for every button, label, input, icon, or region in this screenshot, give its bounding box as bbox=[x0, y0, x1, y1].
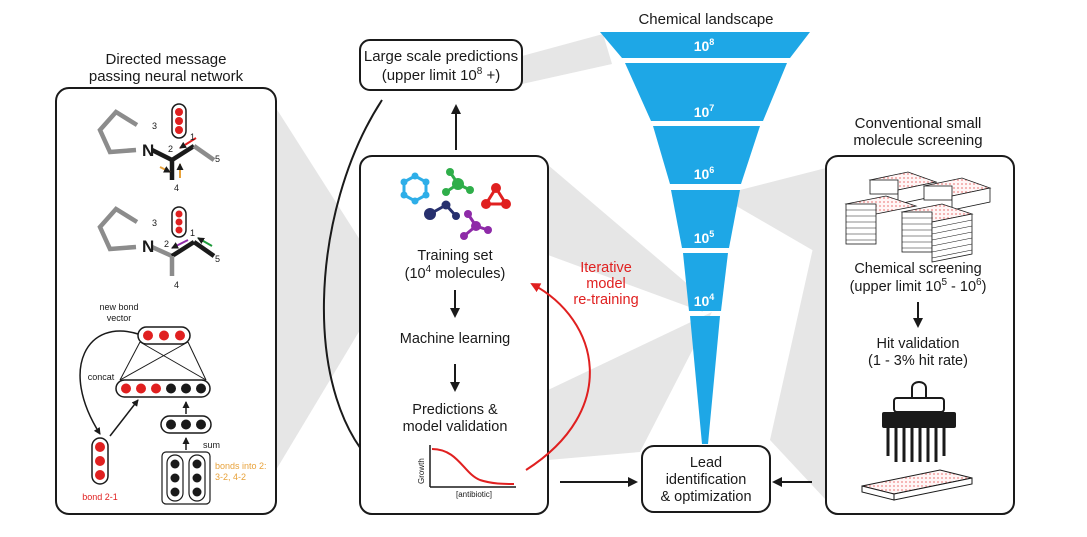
level-10-4: 104 bbox=[694, 292, 715, 309]
funnel bbox=[600, 32, 810, 444]
dmpnn-title-line1: Directed message bbox=[106, 51, 227, 68]
level-10-5: 105 bbox=[694, 229, 715, 246]
chemical-screening-line2: (upper limit 105 - 106) bbox=[850, 277, 987, 295]
level-10-8: 108 bbox=[694, 37, 715, 54]
arrow-large-scale-to-validation bbox=[322, 99, 383, 472]
growth-ylabel: Growth bbox=[417, 458, 426, 484]
atom-num-2a: 2 bbox=[168, 144, 173, 154]
chemical-screening-line1: Chemical screening bbox=[854, 261, 981, 277]
retraining-line3: re-training bbox=[573, 292, 638, 308]
molecule-1 bbox=[97, 103, 216, 180]
atom-n-2: N bbox=[142, 237, 154, 256]
atom-num-3a: 3 bbox=[152, 121, 157, 131]
molecules-icon bbox=[400, 168, 511, 240]
bonds-into-line2: 3-2, 4-2 bbox=[215, 472, 246, 482]
well-plate-icon bbox=[861, 469, 973, 501]
dmpnn-panel bbox=[55, 87, 277, 515]
new-bond-line2: vector bbox=[107, 313, 132, 323]
atom-num-3b: 3 bbox=[152, 218, 157, 228]
training-line2: (104 molecules) bbox=[405, 264, 506, 282]
large-scale-line1: Large scale predictions bbox=[364, 48, 518, 65]
atom-num-5a: 5 bbox=[215, 154, 220, 164]
bond-21-label: bond 2-1 bbox=[82, 492, 118, 502]
lead-line2: identification bbox=[666, 472, 747, 488]
atom-num-1a: 1 bbox=[190, 132, 195, 142]
lead-box bbox=[641, 445, 771, 513]
plate-stacks-icon bbox=[844, 171, 992, 263]
atom-num-5b: 5 bbox=[215, 254, 220, 264]
connector-conventional-to-lead bbox=[770, 190, 826, 500]
antibiotic-xlabel: [antibiotic] bbox=[456, 490, 492, 499]
ml-label: Machine learning bbox=[400, 331, 510, 347]
molecule-2 bbox=[97, 206, 216, 276]
atom-num-1b: 1 bbox=[190, 228, 195, 238]
connector-conventional-to-funnel bbox=[726, 168, 826, 258]
retraining-arrow bbox=[525, 283, 591, 471]
atom-num-4a: 4 bbox=[174, 183, 179, 193]
predictions-line2: model validation bbox=[403, 419, 508, 435]
multichannel-pipette-icon bbox=[882, 381, 956, 462]
growth-chart bbox=[429, 445, 516, 488]
connector-dmpnn-to-training bbox=[276, 108, 360, 470]
network-diagram bbox=[79, 326, 212, 505]
concat-label: concat bbox=[88, 372, 115, 382]
connector-large-scale-to-funnel bbox=[522, 34, 612, 84]
connector-training-to-funnel bbox=[548, 165, 703, 312]
sum-label: sum bbox=[203, 440, 220, 450]
atom-num-2b: 2 bbox=[164, 239, 169, 249]
conventional-title-line1: Conventional small bbox=[855, 115, 982, 132]
landscape-title: Chemical landscape bbox=[638, 11, 773, 28]
hit-validation-line1: Hit validation bbox=[876, 336, 959, 352]
predictions-line1: Predictions & bbox=[412, 402, 498, 418]
dmpnn-title-line2: passing neural network bbox=[89, 68, 244, 85]
level-10-6: 106 bbox=[694, 165, 715, 182]
hit-validation-line2: (1 - 3% hit rate) bbox=[868, 353, 968, 369]
retraining-line1: Iterative bbox=[580, 260, 632, 276]
new-bond-line1: new bond bbox=[99, 302, 138, 312]
large-scale-box bbox=[359, 39, 523, 91]
level-10-7: 107 bbox=[694, 103, 715, 120]
lead-line1: Lead bbox=[690, 455, 722, 471]
connector-funnel-to-lead bbox=[548, 312, 712, 460]
training-panel bbox=[359, 155, 549, 515]
atom-num-4b: 4 bbox=[174, 280, 179, 290]
training-line1: Training set bbox=[417, 248, 492, 264]
conventional-title-line2: molecule screening bbox=[853, 132, 982, 149]
retraining-line2: model bbox=[586, 276, 626, 292]
bonds-into-line1: bonds into 2: bbox=[215, 461, 267, 471]
lead-line3: & optimization bbox=[660, 489, 751, 505]
atom-n-1: N bbox=[142, 141, 154, 160]
large-scale-line2: (upper limit 108 +) bbox=[382, 66, 501, 84]
